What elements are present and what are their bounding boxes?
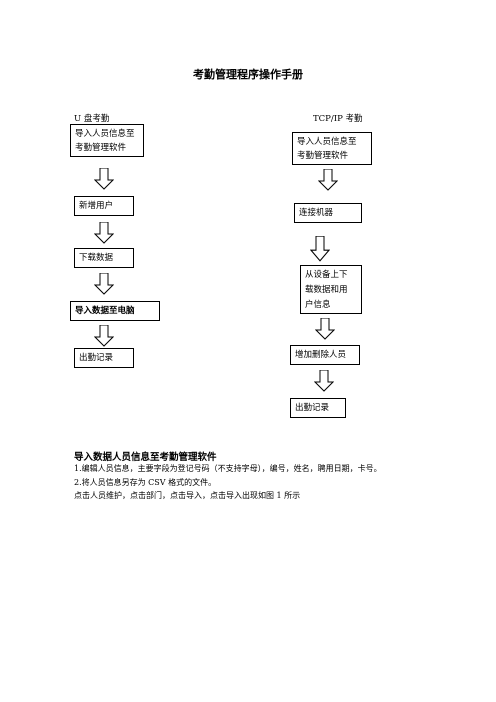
right-step-connect-machine: 连接机器: [294, 203, 362, 223]
document-title: 考勤管理程序操作手册: [193, 68, 303, 81]
left-step-attendance-record: 出勤记录: [74, 348, 134, 368]
down-arrow-icon: [315, 318, 335, 340]
down-arrow-icon: [310, 236, 330, 262]
down-arrow-icon: [94, 222, 114, 244]
right-step-attendance-record: 出勤记录: [290, 398, 346, 418]
section-title: 导入数据人员信息至考勤管理软件: [74, 452, 217, 463]
right-step-add-remove-staff: 增加删除人员: [290, 345, 360, 365]
left-step-import-to-pc: 导入数据至电脑: [70, 301, 160, 321]
left-step-download-data: 下载数据: [74, 248, 134, 268]
down-arrow-icon: [314, 370, 334, 392]
left-step-import-staff: 导入人员信息至 考勤管理软件: [70, 124, 144, 157]
left-column-heading: U 盘考勤: [74, 114, 110, 124]
paragraph-line-1: 1.编辑人员信息，主要字段为登记号码（不支持字母），编号，姓名，聘用日期，卡号。: [74, 464, 382, 473]
left-step-add-user: 新增用户: [74, 196, 134, 216]
down-arrow-icon: [318, 169, 338, 191]
right-step-import-staff: 导入人员信息至 考勤管理软件: [292, 132, 372, 165]
right-column-heading: TCP/IP 考勤: [313, 114, 363, 124]
down-arrow-icon: [94, 325, 114, 347]
down-arrow-icon: [94, 273, 114, 295]
paragraph-line-3: 点击人员维护，点击部门，点击导入，点击导入出现如图 1 所示: [74, 491, 301, 500]
down-arrow-icon: [94, 168, 114, 190]
paragraph-line-2: 2.将人员信息另存为 CSV 格式的文件。: [74, 478, 217, 487]
right-step-download-from-device: 从设备上下 载数据和用 户信息: [300, 265, 362, 314]
